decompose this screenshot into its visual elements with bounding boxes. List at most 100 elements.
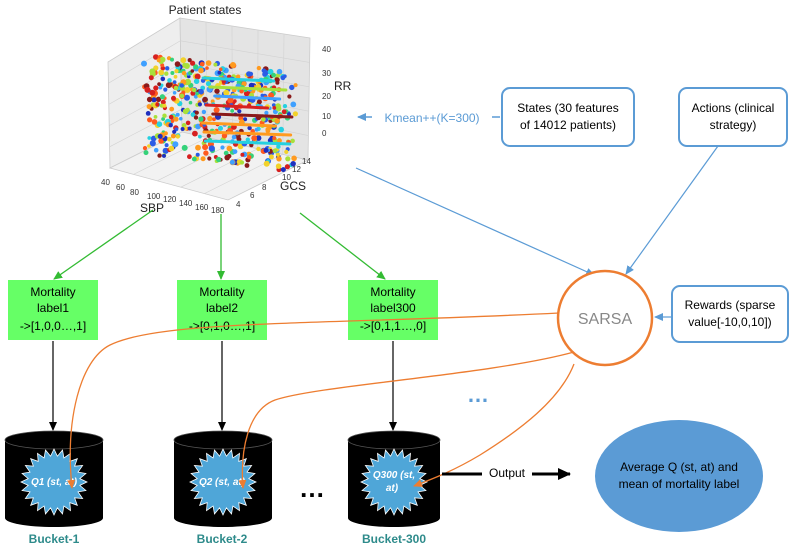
scatter-point [254, 127, 259, 132]
scatter-point [173, 116, 179, 122]
scatter-point [230, 109, 235, 113]
scatter-point [146, 96, 153, 103]
scatter-point [156, 121, 163, 127]
actions-line2: strategy) [710, 118, 757, 132]
actions-line1: Actions (clinical [692, 101, 775, 115]
result-line2: mean of mortality label [619, 477, 740, 491]
scatter-point [168, 114, 174, 120]
scatter-point [173, 74, 178, 79]
scatter-point [289, 84, 295, 91]
x-tick: 160 [195, 203, 209, 212]
scatter-point [213, 62, 218, 67]
sarsa-circle [556, 269, 654, 367]
scatter-point [256, 65, 262, 71]
scatter-point [153, 54, 159, 60]
scatter-point [281, 109, 287, 115]
scatter-point [275, 152, 280, 157]
scatter-point [231, 134, 237, 140]
label300-line1: Mortality [370, 285, 415, 299]
scatter-point [244, 163, 250, 168]
scatter-point [145, 111, 151, 116]
blue-ellipsis: … [467, 382, 489, 407]
label1-line2: label1 [37, 301, 69, 315]
label2-line1: Mortality [199, 285, 244, 299]
scatter-point [198, 67, 204, 74]
mortality-label-box-1: Mortality label1 ->[1,0,0…,1] [8, 280, 98, 340]
scatter-point [255, 135, 262, 141]
scatter-point [264, 110, 269, 115]
states-to-sarsa-arrow [355, 167, 595, 276]
scatter-point [256, 99, 262, 105]
scatter-point [256, 146, 261, 152]
scatter-point [170, 133, 176, 139]
z-tick: 40 [322, 45, 331, 54]
scatter-point [239, 160, 245, 165]
scatter-point [160, 63, 165, 68]
scatter-point [274, 118, 280, 124]
scatter-point [275, 80, 280, 85]
scatter-point [149, 140, 156, 147]
scatter-point [214, 88, 220, 94]
scatter-point [284, 149, 289, 154]
z-tick: 0 [322, 129, 327, 138]
scatter-point [185, 120, 191, 126]
z-tick: 10 [322, 112, 331, 121]
scatter-point [272, 136, 277, 141]
scatter-point [282, 104, 288, 109]
scatter-point [179, 93, 185, 99]
scatter-point [290, 161, 296, 167]
states-box: States (30 features of 14012 patients) [501, 87, 635, 147]
scatter-point [172, 141, 179, 148]
scatter-point [174, 61, 181, 67]
q2-label: Q2 (st, at) [199, 477, 246, 488]
scatter-point [175, 134, 180, 139]
scatter-point [181, 70, 187, 76]
scatter-point [226, 145, 233, 152]
scatter-point [198, 88, 204, 95]
scatter-streak [202, 130, 293, 137]
scatter-point [218, 67, 223, 72]
scatter-point [147, 136, 152, 140]
scatter-point [197, 102, 202, 107]
scatter-point [163, 131, 168, 136]
scatter-point [275, 105, 282, 112]
scatter-point [172, 80, 177, 84]
scatter-point [207, 156, 212, 161]
result-ellipse [595, 420, 763, 532]
scatter-point [247, 125, 252, 131]
scatter-point [192, 130, 198, 137]
y-tick: 14 [302, 157, 311, 166]
states-line2: of 14012 patients) [520, 118, 616, 132]
scatter-point [162, 147, 169, 154]
q-star-300 [360, 448, 428, 516]
scatter-point [141, 60, 147, 67]
q300-label-line1: Q300 (st, [373, 470, 415, 481]
scatter-point [212, 117, 216, 122]
z-axis-ticks: 40 30 20 10 0 [322, 45, 331, 138]
scatter-point [164, 143, 169, 148]
sarsa-to-bucket300-curve [413, 363, 575, 487]
scatter-point [198, 134, 202, 139]
scatter-point [193, 115, 199, 120]
scatter-point [287, 112, 291, 117]
plot-to-label300-arrow [299, 212, 386, 280]
sarsa-label: SARSA [578, 311, 633, 328]
scatter-point [190, 69, 195, 73]
scatter-point [207, 115, 213, 122]
scatter-point [181, 144, 188, 151]
scatter-point [221, 133, 228, 139]
x-tick: 100 [147, 192, 161, 201]
scatter-point [290, 101, 297, 108]
mortality-label-box-300: Mortality label300 ->[0,1,1…,0] [348, 280, 438, 340]
scatter-point [263, 147, 269, 153]
scatter-point [268, 154, 274, 160]
scatter-point [237, 109, 242, 114]
scatter-point [168, 123, 173, 128]
scatter-point [216, 156, 222, 163]
grid-line [157, 142, 233, 182]
scatter-point [184, 94, 190, 101]
grid-line [180, 40, 310, 63]
scatter-point [291, 155, 297, 162]
scatter-point [275, 163, 282, 169]
